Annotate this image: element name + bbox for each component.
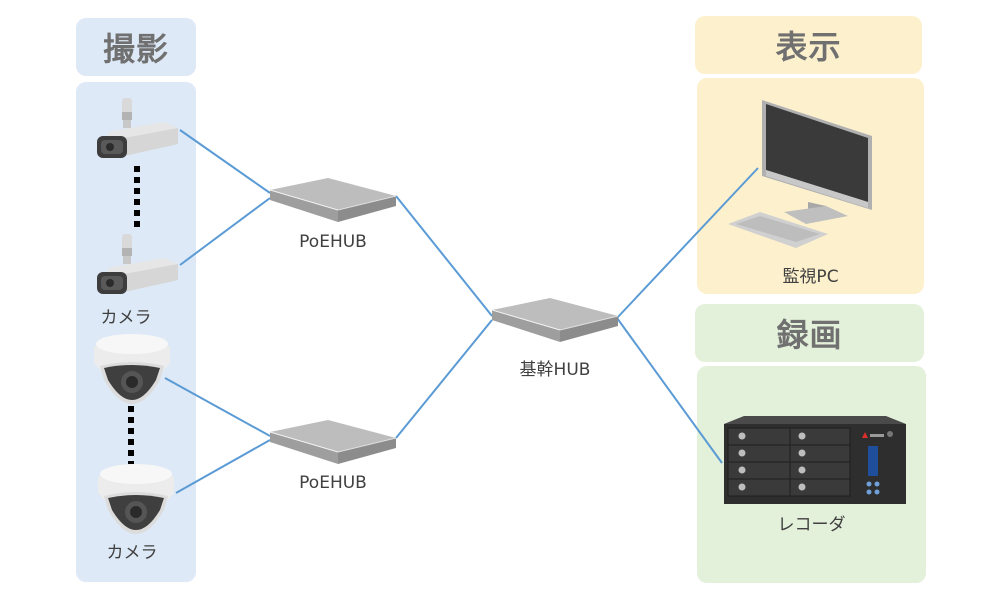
link-camera2-poehub1 (179, 197, 271, 266)
capture-group-title: 撮影 (102, 30, 169, 68)
poe-hub-bottom-label: PoEHUB (299, 473, 367, 493)
display-group-header: 表示 (695, 16, 922, 74)
core-hub-icon (491, 298, 619, 342)
recorder-label: レコーダ (777, 515, 846, 535)
bullet-camera-icon (97, 234, 178, 294)
core-hub-label: 基幹HUB (519, 360, 591, 380)
poe-hub-icon (269, 178, 397, 222)
bullet-camera-icon (97, 98, 178, 158)
link-corehub-pc (616, 167, 759, 319)
link-poehub2-corehub (395, 319, 493, 439)
poe-hub-icon (269, 420, 397, 464)
record-group-title: 録画 (776, 316, 843, 354)
monitor-pc-label: 監視PC (782, 267, 839, 287)
display-group-title: 表示 (775, 28, 842, 66)
bullet-cameras-label: カメラ (100, 308, 152, 328)
poe-hub-top-label: PoEHUB (299, 232, 367, 252)
dome-cameras-label: カメラ (106, 543, 158, 563)
dome-camera-icon (98, 464, 174, 534)
link-dome2-poehub2 (175, 439, 271, 494)
record-group-header: 録画 (695, 304, 924, 362)
capture-group-header: 撮影 (76, 18, 196, 76)
link-dome1-poehub2 (164, 377, 271, 437)
link-corehub-recorder (616, 317, 723, 464)
link-poehub1-corehub (395, 195, 493, 317)
recorder-icon (724, 416, 906, 504)
dome-camera-icon (94, 334, 170, 404)
monitor-pc-icon (728, 100, 872, 248)
link-camera1-poehub1 (179, 129, 271, 194)
